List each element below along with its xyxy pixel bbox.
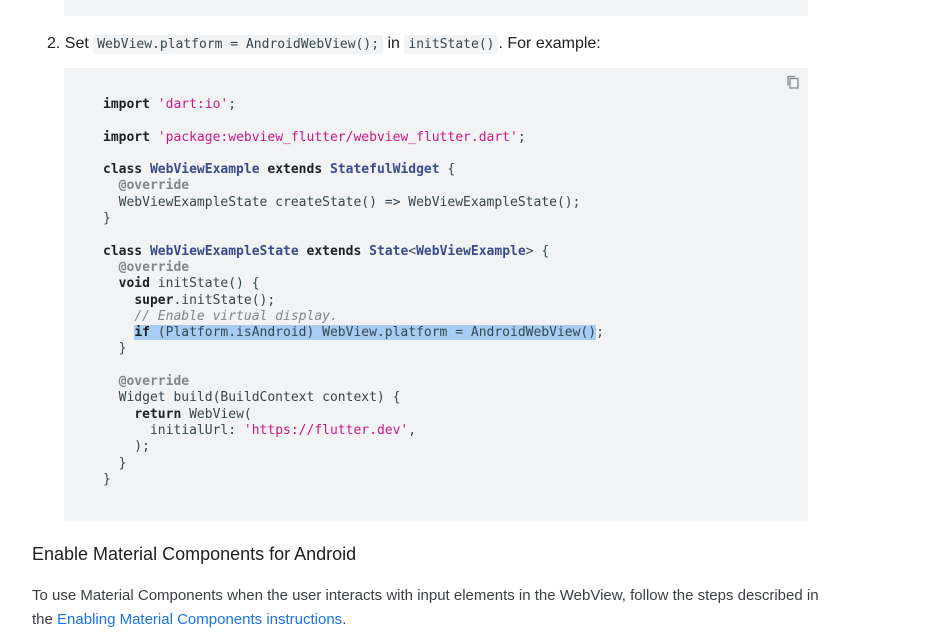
code-token [150,97,158,112]
code-line: super.initState(); [103,293,604,309]
code-line: @override [103,178,604,194]
code-token: < [408,243,417,259]
code-line: import 'package:webview_flutter/webview_… [103,130,604,146]
code-token: WebViewExampleState [149,243,299,259]
section-heading: Enable Material Components for Android [32,544,357,564]
step-text: Set [64,35,89,52]
code-token: extends [267,162,323,178]
code-token: ; [596,325,604,341]
inline-code: initState() [404,35,499,54]
code-token: } [103,341,127,357]
code-token: { [439,162,456,178]
code-line [103,227,604,243]
code-line: Widget build(BuildContext context) { [103,390,604,406]
code-token: ); [103,439,150,455]
code-token: } [103,471,111,487]
code-line: ); [103,439,604,455]
code-token [142,162,150,177]
code-line: @override [103,260,604,276]
code-token: 'https://flutter.dev' [243,422,409,438]
code-line: void initState() { [103,276,604,292]
code-line: if (Platform.isAndroid) WebView.platform… [103,325,604,341]
code-token: extends [306,243,362,259]
code-token [103,276,119,291]
paragraph-end: . [342,611,347,628]
code-token: initState() { [149,276,260,292]
code-line: class WebViewExampleState extends State<… [103,244,604,260]
code-token: Widget build(BuildContext context) { [103,390,401,406]
code-token [103,407,134,422]
section-paragraph: To use Material Components when the user… [32,584,832,632]
code-token: WebViewExample [416,243,526,259]
code-token [103,260,119,275]
code-line [103,113,604,129]
code-token: @override [118,374,190,390]
code-token: @override [118,178,190,194]
code-token: return [134,406,182,422]
copy-icon[interactable] [786,75,800,89]
code-token [142,244,150,259]
code-line [103,146,604,162]
code-line [103,358,604,374]
step-text: . For example: [498,35,601,52]
code-token: // Enable virtual display. [134,308,338,324]
code-token: super [134,292,174,308]
code-block: import 'dart:io';import 'package:webview… [64,68,808,521]
code-token [361,244,369,259]
code-token [322,162,330,177]
code-token: .initState(); [173,292,276,308]
code-token: , [408,422,417,438]
code-token [103,309,134,324]
step-2: 2. Set WebView.platform = AndroidWebView… [47,33,601,56]
code-token [103,325,134,340]
code-token: ; [517,129,526,145]
code-line: initialUrl: 'https://flutter.dev', [103,423,604,439]
enabling-material-components-link[interactable]: Enabling Material Components instruction… [57,611,343,628]
code-token: class [103,162,143,178]
step-text: in [387,35,400,52]
code-line: } [103,456,604,472]
code-line: } [103,211,604,227]
code-token: @override [118,259,190,275]
code-token [299,244,307,259]
code-token: WebViewExample [149,162,260,178]
code-token: 'package:webview_flutter/webview_flutter… [157,129,518,145]
code-token [103,293,134,308]
code-line: WebViewExampleState createState() => Web… [103,195,604,211]
code-token [103,178,119,193]
code-token: } [103,211,111,227]
code-token: (Platform.isAndroid) WebView.platform = … [149,325,597,341]
code-line: class WebViewExample extends StatefulWid… [103,162,604,178]
code-token: 'dart:io' [157,97,229,112]
previous-code-block [64,0,808,16]
code-content: import 'dart:io';import 'package:webview… [103,97,604,488]
code-token: StatefulWidget [330,162,440,178]
code-line: @override [103,374,604,390]
code-token: class [103,243,143,259]
paragraph-text: To use Material Components when the user… [32,587,819,628]
code-token [103,374,119,389]
code-line: // Enable virtual display. [103,309,604,325]
code-token: > { [525,243,550,259]
code-token: WebView( [181,406,252,422]
code-token [150,130,158,145]
code-token: if [134,325,150,341]
inline-code: WebView.platform = AndroidWebView(); [93,35,384,54]
code-token: WebViewExampleState createState() => Web… [103,194,581,210]
code-token: import [103,97,150,112]
code-line: } [103,341,604,357]
code-line: } [103,472,604,488]
code-token: void [118,276,150,292]
code-token: ; [228,97,237,112]
code-token: State [369,243,409,259]
code-line: return WebView( [103,407,604,423]
code-token: initialUrl: [103,422,244,438]
step-number: 2. [47,35,61,52]
code-line: import 'dart:io'; [103,97,604,113]
code-token: import [103,129,150,145]
code-token: } [103,455,127,471]
